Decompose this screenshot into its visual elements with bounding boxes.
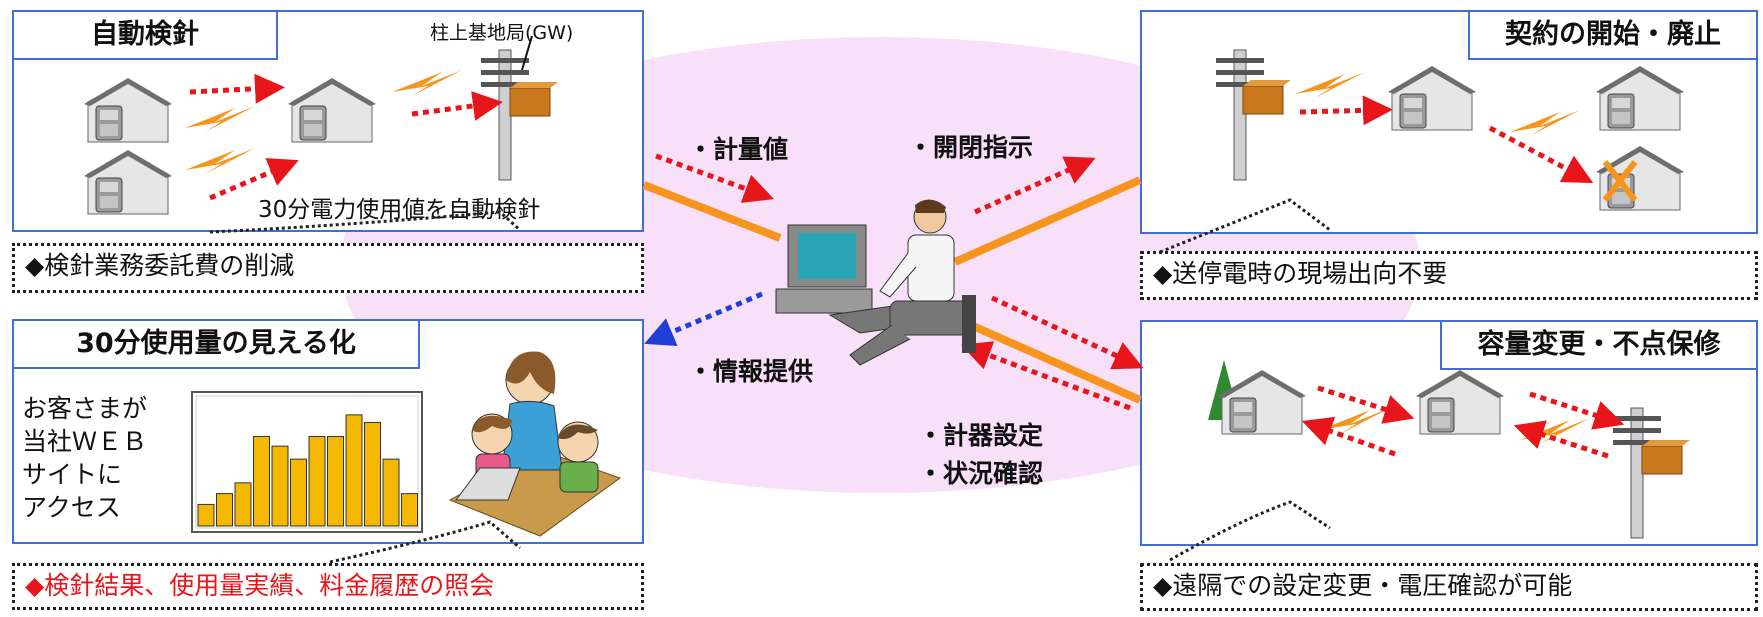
auto-reading-callout: ◆検針業務委託費の削減 [12,243,644,293]
usage-bars [197,414,418,527]
auto-reading-graphics [83,35,559,234]
usage-bar [345,414,363,527]
label-info: ・情報提供 [688,357,814,386]
auto-reading-title: 自動検針 [12,10,278,60]
link-contract [953,176,1142,266]
label-meter-setting: ・計器設定 [918,421,1044,450]
web-access-text: お客さまが 当社ＷＥＢ サイトに アクセス [22,394,148,522]
gw-label: 柱上基地局(GW) [430,22,574,44]
usage-bar [234,482,252,527]
usage-bar [216,493,233,527]
label-meter-value: ・計量値 [688,135,789,164]
arrow-meter-value [655,153,775,203]
usage-bar [382,458,400,527]
link-capacity [953,314,1142,404]
contract-callout: ◆送停電時の現場出向不要 [1140,251,1758,300]
label-open-close: ・開閉指示 [908,133,1034,162]
capacity-graphics [1169,360,1691,562]
contract-graphics [1159,49,1685,254]
arrow-info [644,291,763,346]
usage-bar [308,435,326,527]
usage-bar [327,435,344,527]
usage-bar [271,445,289,527]
usage-bar [290,458,307,527]
usage-bar [364,421,381,527]
label-status: ・状況確認 [918,459,1044,488]
usage-bar [197,503,215,527]
arrow-to-capacity [990,295,1144,370]
link-auto-reading [642,181,782,242]
operator-computer [775,199,976,366]
arrow-open-close [973,156,1096,215]
reading-caption: 30分電力使用値を自動検針 [258,197,541,223]
usage-title: 30分使用量の見える化 [12,319,420,369]
contract-title: 契約の開始・廃止 [1468,10,1758,60]
usage-bar [401,493,418,527]
arrow-from-capacity [960,341,1131,411]
usage-bar [253,435,270,527]
family-illustration [448,351,622,537]
capacity-callout: ◆遠隔での設定変更・電圧確認が可能 [1140,563,1758,611]
capacity-title: 容量変更・不点保修 [1440,320,1758,370]
connection-lines [642,176,1142,404]
usage-callout: ◆検針結果、使用量実績、料金履歴の照会 [12,563,644,610]
